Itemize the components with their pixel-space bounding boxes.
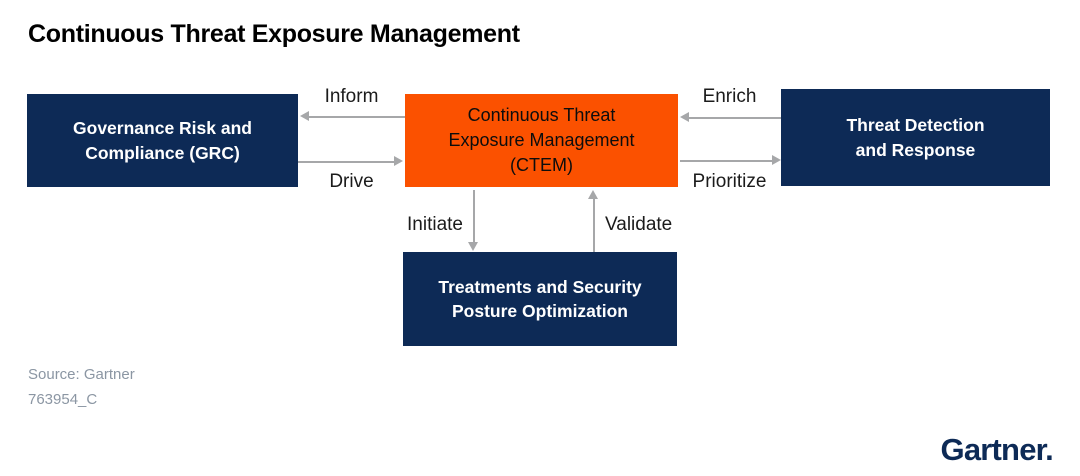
arrow-head bbox=[772, 155, 781, 165]
arrow-prioritize-right-icon bbox=[680, 155, 781, 166]
page-title: Continuous Threat Exposure Management bbox=[28, 20, 520, 48]
arrow-shaft bbox=[308, 115, 405, 118]
arrow-shaft bbox=[688, 116, 781, 119]
arrow-validate-up-icon bbox=[588, 190, 599, 252]
edge-label-validate: Validate bbox=[605, 214, 673, 235]
arrow-head bbox=[300, 111, 309, 121]
arrow-head bbox=[468, 242, 478, 251]
arrow-enrich-left-icon bbox=[680, 112, 781, 123]
arrow-shaft bbox=[592, 198, 595, 252]
arrow-shaft bbox=[298, 160, 395, 163]
node-threat-detection: Threat Detection and Response bbox=[781, 89, 1050, 186]
arrow-initiate-down-icon bbox=[468, 190, 479, 251]
node-ctem: Continuous Threat Exposure Management (C… bbox=[405, 94, 678, 187]
arrow-head bbox=[394, 156, 403, 166]
edge-label-drive: Drive bbox=[329, 171, 374, 192]
arrow-shaft bbox=[472, 190, 475, 243]
arrow-drive-right-icon bbox=[298, 156, 403, 167]
node-grc: Governance Risk and Compliance (GRC) bbox=[27, 94, 298, 187]
arrow-head bbox=[588, 190, 598, 199]
edge-label-prioritize: Prioritize bbox=[692, 171, 767, 192]
arrow-inform-left-icon bbox=[300, 111, 405, 122]
edge-label-initiate: Initiate bbox=[407, 214, 463, 235]
document-id: 763954_C bbox=[28, 391, 98, 408]
edge-label-inform: Inform bbox=[324, 86, 379, 107]
edge-label-enrich: Enrich bbox=[702, 86, 757, 107]
node-treatments-security-posture: Treatments and Security Posture Optimiza… bbox=[403, 252, 677, 346]
arrow-head bbox=[680, 112, 689, 122]
arrow-shaft bbox=[680, 159, 773, 162]
gartner-logo: Gartner. bbox=[940, 432, 1054, 467]
source-attribution: Source: Gartner bbox=[28, 366, 135, 383]
